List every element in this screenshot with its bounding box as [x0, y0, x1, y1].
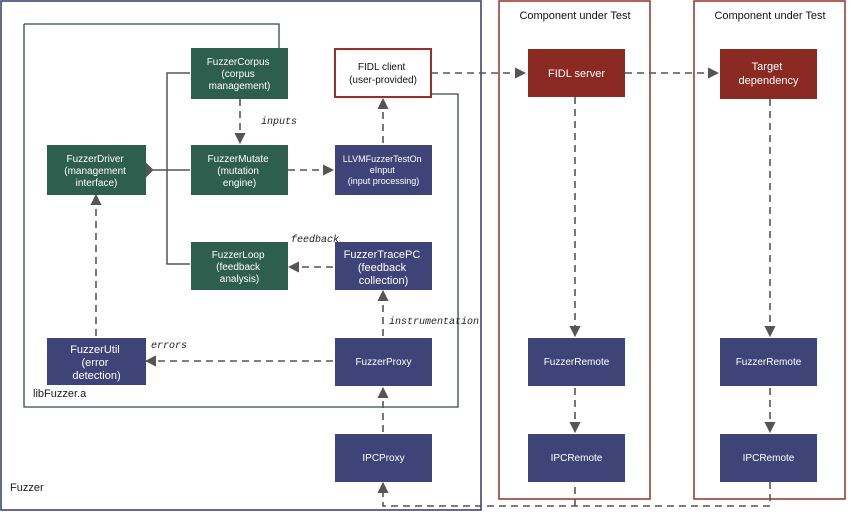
edge-label-feedback: feedback — [291, 234, 339, 246]
fuzzer-proxy-box: FuzzerProxy — [335, 338, 432, 386]
svg-text:FuzzerTracePC (feedback: FuzzerTracePC (feedback collection) — [344, 249, 424, 287]
fuzzer-loop-box: FuzzerLoop (feedback analysis) — [191, 242, 288, 290]
component-under-test-1-title: Component under Test — [519, 10, 630, 22]
ipc-remote-2-box: IPCRemote — [720, 434, 817, 482]
svg-text:FuzzerUtil (error: FuzzerUtil (error detection) — [70, 344, 123, 382]
llvm-fuzzer-test-one-input-box: LLVMFuzzerTestOn eInput (input processin… — [335, 145, 432, 195]
fuzzer-mutate-box: FuzzerMutate (mutation engine) — [191, 145, 288, 195]
svg-text:FuzzerDriver (management: FuzzerDriver (management interface) — [64, 154, 128, 189]
dashed-arrows — [90, 67, 776, 507]
fuzzer-util-box: FuzzerUtil (error detection) — [47, 338, 146, 385]
fuzzer-container-label: Fuzzer — [10, 482, 44, 494]
target-dependency-box: Target dependency — [720, 49, 817, 99]
svg-text:FIDL client (user-provid: FIDL client (user-provided) — [349, 62, 417, 86]
fuzzer-trace-pc-box: FuzzerTracePC (feedback collection) — [335, 242, 432, 290]
svg-text:LLVMFuzzerTestOn eInput: LLVMFuzzerTestOn eInput (input processin… — [343, 154, 424, 186]
component-under-test-2-title: Component under Test — [714, 10, 825, 22]
svg-text:FuzzerProxy: FuzzerProxy — [355, 357, 411, 368]
fuzzer-corpus-box: FuzzerCorpus (corpus management) — [191, 48, 288, 99]
driver-connectors — [138, 72, 190, 265]
fidl-server-box: FIDL server — [528, 49, 625, 97]
svg-text:FuzzerRemote: FuzzerRemote — [736, 357, 802, 368]
svg-text:FIDL server: FIDL server — [548, 68, 605, 80]
fuzzer-container — [0, 0, 482, 511]
fidl-client-box: FIDL client (user-provided) — [334, 48, 432, 98]
svg-text:FuzzerLoop (feedback: FuzzerLoop (feedback analysis) — [212, 250, 268, 285]
libfuzzer-container — [23, 23, 459, 408]
svg-text:FuzzerRemote: FuzzerRemote — [544, 357, 610, 368]
svg-text:IPCRemote: IPCRemote — [743, 453, 795, 464]
svg-text:FuzzerMutate (mutation: FuzzerMutate (mutation engine) — [208, 154, 272, 189]
libfuzzer-container-label: libFuzzer.a — [33, 388, 87, 400]
ipc-proxy-box: IPCProxy — [335, 434, 432, 482]
svg-text:IPCRemote: IPCRemote — [551, 453, 603, 464]
svg-text:IPCProxy: IPCProxy — [362, 453, 404, 464]
fuzzer-remote-2-box: FuzzerRemote — [720, 338, 817, 386]
svg-text:FuzzerCorpus (corpus: FuzzerCorpus (corpus management) — [207, 57, 273, 92]
fuzzer-remote-1-box: FuzzerRemote — [528, 338, 625, 386]
edge-label-errors: errors — [151, 341, 187, 352]
svg-text:Target dependency: Target dependency — [739, 61, 799, 87]
fuzzer-driver-box: FuzzerDriver (management interface) — [47, 145, 146, 195]
edge-label-inputs: inputs — [261, 116, 297, 128]
edge-label-instrumentation: instrumentation — [389, 316, 479, 328]
ipc-remote-1-box: IPCRemote — [528, 434, 625, 482]
